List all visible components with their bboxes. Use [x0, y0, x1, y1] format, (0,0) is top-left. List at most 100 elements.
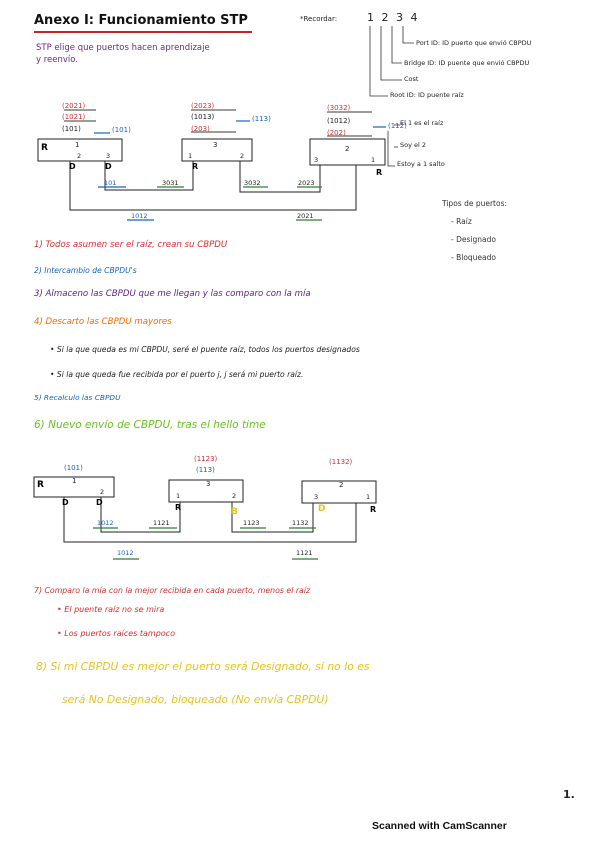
diagram2-bpdu-3-top: (1123)	[194, 455, 218, 463]
message-label: 101	[104, 179, 117, 187]
port-label: 1	[188, 152, 193, 160]
step-4: 4) Descarto las CBPDU mayores	[34, 317, 172, 327]
message-label: 1012	[131, 212, 148, 220]
recordar-label: *Recordar:	[300, 15, 338, 23]
diagram1-bridge-3	[181, 138, 253, 162]
step-8: 8) Si mi CBPDU es mejor el puerto será D…	[36, 660, 370, 673]
bpdu-stack-2-out: (113)	[252, 115, 271, 123]
message-label: 3032	[244, 179, 261, 187]
recordar-item-root-id: Root ID: ID puente raíz	[390, 91, 464, 99]
step-7-bullet-1: • El puente raíz no se mira	[57, 605, 165, 614]
diagram2-message: 1012	[117, 549, 134, 557]
diagram2-root-letter: R	[37, 480, 44, 490]
recordar-line-cost	[380, 26, 402, 81]
diagram2-lan-left	[100, 497, 181, 533]
diagram2-blocked-letter: B	[231, 507, 238, 517]
diagram2-designated-letter: D	[62, 498, 69, 507]
scanner-watermark: Scanned with CamScanner	[372, 820, 507, 832]
diagram2-bridge-1	[33, 476, 115, 498]
diagram1-bridge-1	[37, 138, 123, 162]
diagram2-lan-right	[231, 502, 314, 533]
bridge-3-label: 3	[213, 141, 218, 149]
diagram2-bridge-1-label: 1	[72, 477, 77, 485]
diagram2-bridge-3	[168, 479, 244, 503]
annotation-root: El 1 es el raíz	[400, 119, 444, 127]
diagram2-port-label: 3	[314, 493, 319, 501]
step-8-continued: será No Designado, bloqueado (No envía C…	[62, 693, 329, 706]
bpdu-stack-3-top: (3032)	[327, 104, 351, 112]
step-5: 5) Recalculo las CBPDU	[34, 393, 121, 402]
diagram2-bridge-3-label: 3	[206, 480, 211, 488]
bpdu-stack-1-mid: (1021)	[62, 113, 86, 121]
port-designated-letter: D	[69, 162, 76, 171]
annotation-bridge: Soy el 2	[400, 141, 427, 149]
diagram2-bridge-2	[301, 480, 377, 504]
step-6: 6) Nuevo envío de CBPDU, tras el hello t…	[34, 419, 266, 431]
diagram2-port-label: 2	[232, 492, 237, 500]
bridge-2-label: 2	[345, 145, 350, 153]
bpdu-stack-1-bottom: (101)	[62, 125, 81, 133]
diagram1-lan-left	[104, 161, 194, 191]
recordar-line-root	[369, 26, 388, 97]
step-2: 2) Intercambio de CBPDU's	[34, 266, 137, 275]
recordar-line-port	[402, 26, 414, 44]
title-underline	[34, 31, 252, 33]
port-label: 2	[240, 152, 245, 160]
diagram2-designated-letter: D	[96, 498, 103, 507]
port-root-letter: R	[376, 168, 383, 177]
recordar-item-cost: Cost	[404, 75, 419, 83]
diagram2-port-label: 2	[100, 488, 105, 496]
diagram2-root-port-letter: R	[175, 503, 182, 512]
bpdu-stack-2-bottom: (203)	[191, 125, 210, 133]
step-7-bullet-2: • Los puertos raíces tampoco	[57, 629, 175, 638]
recordar-line-bridge	[391, 26, 402, 64]
diagram2-message: 1121	[296, 549, 313, 557]
step-4-bullet-2: • Si la que queda fue recibida por el pu…	[50, 370, 304, 379]
recordar-digits: 1 2 3 4	[367, 11, 420, 24]
port-label: 3	[314, 156, 319, 164]
port-type-root: - Raíz	[451, 217, 472, 226]
bpdu-stack-3-out: (112)	[388, 122, 407, 130]
step-4-bullet-1: • Si la que queda es mi CBPDU, seré el p…	[50, 345, 360, 354]
diagram1-lan-bottom	[69, 161, 357, 211]
diagram2-root-port-letter: R	[370, 505, 377, 514]
message-label: 2021	[297, 212, 314, 220]
diagram2-message: 1121	[153, 519, 170, 527]
diagram2-message: 1132	[292, 519, 309, 527]
bpdu-stack-3-bottom: (202)	[327, 129, 346, 137]
recordar-item-bridge-id: Bridge ID: ID puente que envió CBPDU	[404, 59, 530, 67]
diagram1-bridge-2	[309, 138, 386, 166]
page-title: Anexo I: Funcionamiento STP	[34, 13, 248, 28]
annotation-line	[387, 131, 395, 167]
port-type-blocked: - Bloqueado	[451, 253, 496, 262]
diagram2-lan-bottom	[63, 497, 357, 543]
bpdu-stack-1-out: (101)	[112, 126, 131, 134]
diagram2-bpdu-2: (1132)	[329, 458, 353, 466]
diagram2-port-label: 1	[176, 492, 181, 500]
port-label: 2	[77, 152, 82, 160]
bpdu-stack-2-top: (2023)	[191, 102, 215, 110]
port-root-letter: R	[192, 162, 199, 171]
diagram2-message: 1012	[97, 519, 114, 527]
diagram1-lan-right	[239, 161, 321, 193]
page-number: 1.	[563, 788, 575, 801]
bridge-1-label: 1	[75, 141, 80, 149]
port-types-title: Tipos de puertos:	[442, 199, 508, 208]
port-type-designated: - Designado	[451, 235, 496, 244]
diagram2-bpdu-1: (101)	[64, 464, 83, 472]
port-label: 3	[106, 152, 111, 160]
step-3: 3) Almaceno las CBPDU que me llegan y la…	[34, 289, 311, 299]
step-1: 1) Todos asumen ser el raíz, crean su CB…	[34, 240, 228, 250]
port-label: 1	[371, 156, 376, 164]
message-label: 3031	[162, 179, 179, 187]
step-7: 7) Comparo la mía con la mejor recibida …	[34, 586, 311, 595]
port-designated-letter: D	[105, 162, 112, 171]
annotation-hops: Estoy a 1 salto	[397, 160, 445, 168]
diagram2-message: 1123	[243, 519, 260, 527]
message-label: 2023	[298, 179, 315, 187]
bpdu-stack-3-mid: (1012)	[327, 117, 351, 125]
intro-text: STP elige que puertos hacen aprendizaje …	[36, 43, 210, 66]
recordar-item-port-id: Port ID: ID puerto que envió CBPDU	[416, 39, 532, 47]
